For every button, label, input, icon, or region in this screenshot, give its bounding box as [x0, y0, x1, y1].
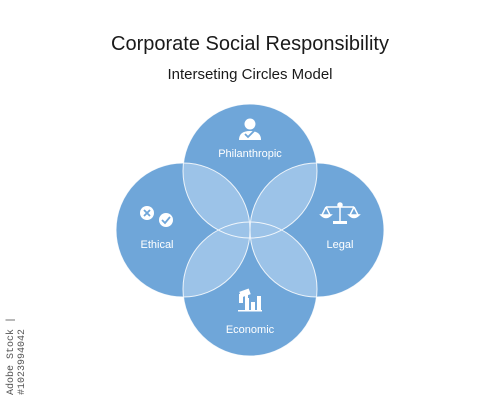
cross-check-icon [140, 206, 173, 227]
overlap-philanthropic-legal [250, 163, 317, 238]
circle-outlines [115, 103, 385, 357]
overlap-economic-ethical [183, 222, 250, 297]
label-legal: Legal [327, 239, 354, 251]
label-economic: Economic [226, 324, 275, 336]
diagram-subtitle: Interseting Circles Model [167, 66, 333, 83]
diagram-title: Corporate Social Responsibility [111, 33, 389, 55]
label-ethical: Ethical [140, 239, 173, 251]
stock-watermark: Adobe Stock | #1023994042 [6, 316, 28, 395]
overlap-economic-legal [250, 222, 317, 297]
balance-scale-icon [319, 202, 361, 224]
label-philanthropic: Philanthropic [218, 148, 282, 160]
money-bar-chart-icon [238, 288, 262, 312]
overlap-philanthropic-ethical [183, 163, 250, 238]
person-check-icon [239, 118, 261, 140]
